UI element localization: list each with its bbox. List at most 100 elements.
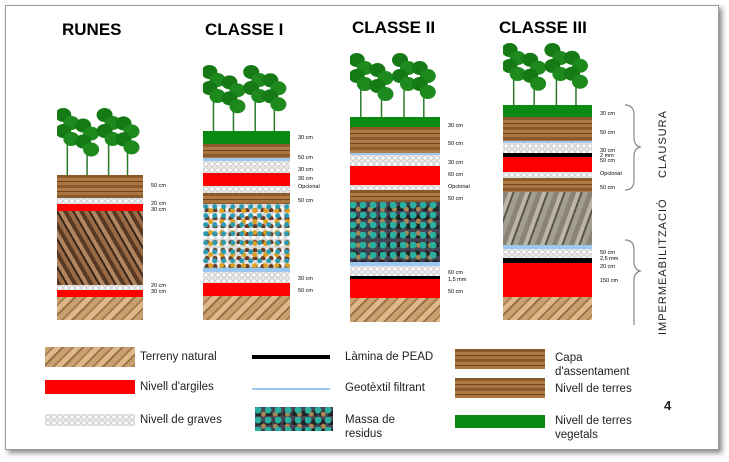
thickness-label: 20 cm — [151, 283, 166, 289]
tree-icon — [96, 108, 121, 175]
brace-clausura — [624, 104, 642, 191]
thickness-label: 50 cm — [298, 198, 313, 204]
thickness-label: 60 cm — [448, 270, 463, 276]
thickness-label: 20 cm — [600, 264, 615, 270]
legend-label: Massa de residus — [345, 414, 395, 440]
tree-icon — [522, 52, 547, 105]
layer-natural — [203, 296, 290, 320]
layer-green — [503, 105, 592, 117]
layer-waste-runes — [57, 211, 143, 285]
layer-black — [503, 153, 592, 157]
legend-swatch-pead — [252, 355, 330, 359]
tree-icon — [392, 53, 416, 117]
thickness-label: 50 cm — [448, 196, 463, 202]
layer-blue — [203, 268, 290, 272]
thickness-label: 50 cm — [600, 130, 615, 136]
tree-icon — [262, 73, 287, 131]
thickness-label: 2 mm — [600, 153, 614, 159]
layer-gravel — [350, 266, 440, 276]
legend-swatch-assentament — [455, 349, 545, 369]
layer-waste-mixed — [203, 204, 290, 268]
layer-brown — [503, 178, 592, 192]
tree-icon — [544, 43, 569, 105]
layer-waste-grey — [503, 192, 592, 245]
tree-icon — [75, 118, 100, 175]
thickness-label: 30 cm — [600, 111, 615, 117]
thickness-label: 50 cm — [151, 183, 166, 189]
legend-label: Capa d'assentament — [555, 352, 630, 378]
legend-label: Nivell de terres — [555, 383, 632, 395]
trees-icon — [503, 43, 588, 105]
thickness-label: Opcional — [448, 184, 470, 190]
tree-icon — [411, 61, 436, 117]
title-classe-ii: CLASSE II — [352, 18, 436, 37]
layer-red — [503, 157, 592, 172]
thickness-label: 30 cm — [600, 148, 615, 154]
label-impermeabilitzacio: IMPERMEABILITZACIÓ — [657, 198, 669, 335]
thickness-label: 30 cm — [151, 207, 166, 213]
legend-swatch-waste — [255, 407, 333, 431]
tree-icon — [115, 116, 140, 175]
thickness-label: 1,5 mm — [448, 277, 467, 283]
thickness-label: 2,5 mm — [600, 256, 619, 262]
layer-red — [503, 263, 592, 297]
layer-gravel — [503, 143, 592, 153]
legend-swatch-vegetal — [455, 415, 545, 428]
tree-icon — [503, 43, 526, 105]
legend-swatch-gravel — [45, 414, 135, 426]
layer-gravel — [203, 161, 290, 173]
layer-blue — [503, 245, 592, 249]
thickness-label: 30 cm — [448, 123, 463, 129]
layer-red — [57, 290, 143, 297]
layer-red — [203, 283, 290, 296]
tree-icon — [563, 50, 588, 105]
thickness-label: 50 cm — [448, 289, 463, 295]
layer-brown — [203, 193, 290, 204]
trees-icon — [203, 65, 287, 131]
layer-red — [350, 166, 440, 185]
layer-gravel — [57, 285, 143, 290]
layer-waste-dark — [350, 202, 440, 262]
layer-brown — [203, 144, 290, 158]
layer-brown — [350, 190, 440, 202]
layer-blue — [203, 158, 290, 161]
layer-gravel — [503, 249, 592, 258]
thickness-label: 50 cm — [600, 185, 615, 191]
layer-green — [203, 131, 290, 144]
trees-icon — [57, 108, 140, 175]
layer-blue — [350, 262, 440, 266]
thickness-label: 30 cm — [298, 176, 313, 182]
layer-gravel — [57, 198, 143, 204]
title-classe-i: CLASSE I — [205, 20, 284, 39]
page-number: 4 — [664, 398, 672, 413]
thickness-label: 50 cm — [298, 288, 313, 294]
tree-icon — [369, 63, 394, 117]
layer-black — [350, 276, 440, 279]
thickness-label: 30 cm — [298, 167, 313, 173]
legend-swatch-terres — [455, 378, 545, 398]
layer-gravel — [503, 172, 592, 178]
label-clausura: CLAUSURA — [657, 110, 669, 178]
legend-swatch-geotextile — [252, 388, 330, 390]
bracket-braces — [624, 104, 642, 325]
legend-label: Geotèxtil filtrant — [345, 382, 425, 394]
layer-gravel — [350, 155, 440, 166]
legend-label: Nivell de graves — [140, 414, 222, 426]
thickness-label: 60 cm — [448, 172, 463, 178]
layer-gravel — [203, 272, 290, 283]
thickness-label: 50 cm — [298, 155, 313, 161]
layer-red — [57, 204, 143, 211]
tree-icon — [243, 65, 268, 131]
layer-gravel — [203, 186, 290, 193]
thickness-label: 30 cm — [448, 160, 463, 166]
legend-label: Làmina de PEAD — [345, 351, 434, 363]
layer-red — [350, 279, 440, 298]
layer-natural — [57, 297, 143, 320]
title-classe-iii: CLASSE III — [499, 18, 587, 37]
layer-brown — [57, 175, 143, 198]
layer-blue — [350, 153, 440, 155]
layer-natural — [350, 298, 440, 322]
legend-swatch-natural — [45, 347, 135, 367]
brace-impermeabilitzacio — [624, 239, 642, 325]
